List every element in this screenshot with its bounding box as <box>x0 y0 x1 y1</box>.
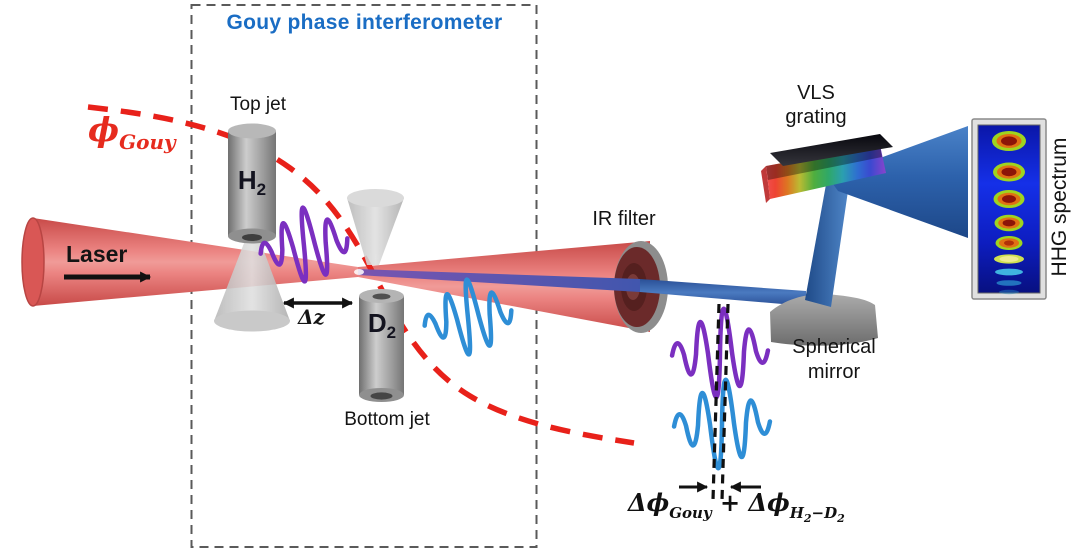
formula-term1: Δϕ <box>628 488 670 517</box>
h2-gas-plume-cone <box>214 238 290 332</box>
d2-gas-plume-cone <box>347 189 404 265</box>
formula-term1-sub: Gouy <box>669 504 712 522</box>
h2-phase-wave <box>669 306 771 400</box>
ir-filter-label: IR filter <box>592 208 656 230</box>
d2-subscript: 2 <box>386 323 397 342</box>
phi-subscript: Gouy <box>119 130 176 154</box>
formula-d-subscript: 2 <box>837 512 845 525</box>
spherical-mirror-label-line1: Spherical <box>792 336 876 358</box>
h2-jet <box>214 123 290 332</box>
formula-h-subscript: 2 <box>803 512 812 525</box>
hhg-spectrum-label: HHG spectrum <box>1048 137 1071 277</box>
vls-grating-label-line1: VLS <box>797 82 835 104</box>
phase-reference-lines <box>711 303 730 501</box>
grating-to-detector-beam <box>828 126 968 238</box>
vls-grating-label-line2: grating <box>785 106 847 128</box>
d2-phase-wave <box>671 377 773 471</box>
bottom-jet-label: Bottom jet <box>344 409 430 430</box>
harmonic-beam <box>358 269 806 306</box>
formula-term2-sub: H2−D2 <box>789 504 845 525</box>
interferometer-box-title: Gouy phase interferometer <box>226 11 503 34</box>
d2-cylinder <box>359 296 404 395</box>
formula-h-symbol: H <box>789 504 804 522</box>
laser-focus-point <box>354 269 364 275</box>
top-jet-label: Top jet <box>230 94 286 115</box>
d2-jet <box>347 189 404 402</box>
harmonic-spots <box>992 131 1026 295</box>
phase-formula: ΔϕGouy + ΔϕH2−D2 <box>628 488 845 525</box>
laser-beam <box>21 217 650 332</box>
formula-d-symbol: −D <box>811 504 838 522</box>
spherical-mirror-label: Spherical mirror <box>770 335 898 385</box>
formula-operator: + <box>720 488 741 517</box>
hhg-detector-panel <box>971 118 1047 300</box>
h2-cylinder <box>228 131 276 236</box>
spherical-mirror-shape <box>770 294 878 346</box>
mirror-to-grating-beam <box>805 179 849 307</box>
spherical-mirror-label-line2: mirror <box>807 361 861 383</box>
d2-label: D2 <box>356 308 408 343</box>
formula-term2: Δϕ <box>748 488 790 517</box>
vls-grating-shape <box>761 134 893 203</box>
h2-label: H2 <box>227 165 277 200</box>
d2-harmonic-wave <box>422 277 514 357</box>
h2-symbol: H <box>237 165 257 195</box>
gouy-phase-label: ϕGouy <box>88 110 176 154</box>
h2-subscript: 2 <box>256 180 267 199</box>
delta-z-label: Δz <box>298 305 325 329</box>
h2-harmonic-wave <box>258 205 350 284</box>
phi-symbol: ϕ <box>88 110 120 149</box>
laser-label: Laser <box>66 241 128 267</box>
d2-symbol: D <box>367 308 387 338</box>
